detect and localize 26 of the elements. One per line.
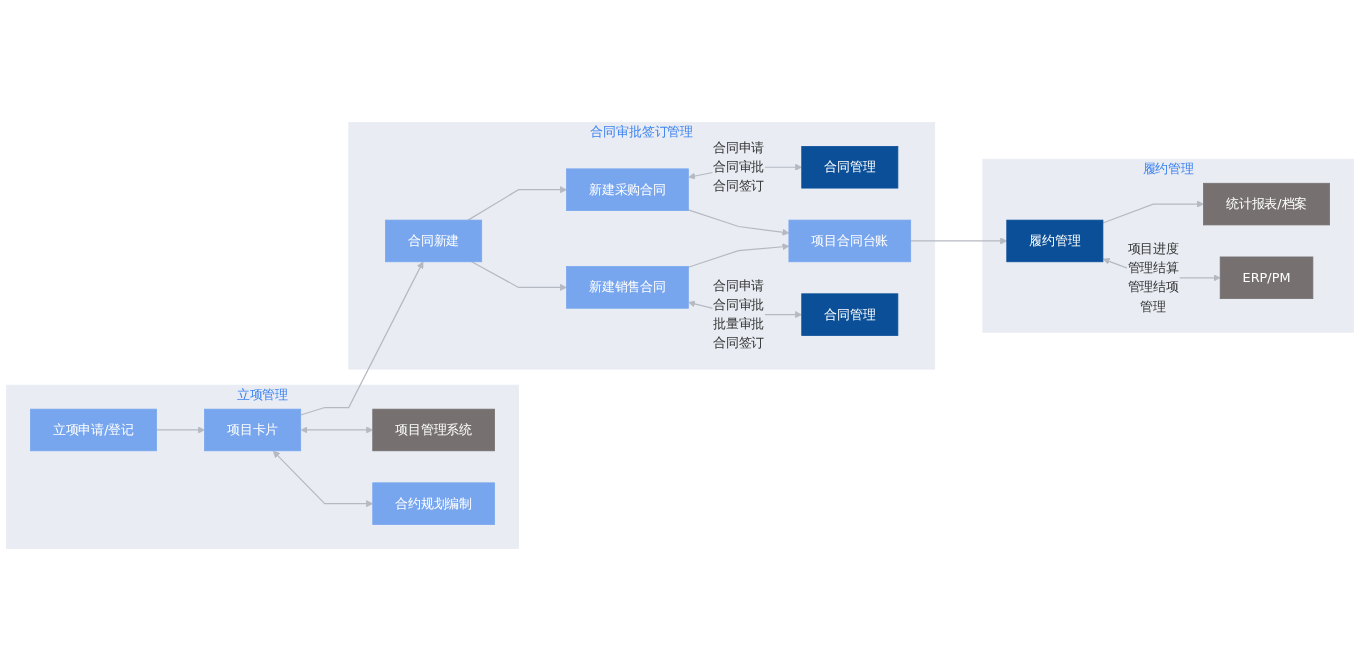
node-box: 合同管理 — [801, 146, 899, 189]
node-box: 新建采购合同 — [566, 168, 689, 211]
arrow — [471, 261, 567, 291]
edge-label: 合同申请合同审批批量审批合同签订 — [713, 277, 765, 351]
node-box: 项目卡片 — [204, 408, 302, 452]
edge-label: 合同申请合同审批合同签订 — [713, 140, 765, 194]
node-box: 项目合同台账 — [788, 219, 912, 263]
arrow — [467, 186, 567, 221]
node-box: 统计报表/档案 — [1203, 182, 1330, 226]
arrow — [155, 426, 205, 434]
arrow — [687, 209, 790, 236]
node-box: 履约管理 — [1006, 219, 1104, 263]
edge-label: 项目进度管理结算管理结项管理 — [1127, 240, 1179, 314]
node-box: 合约规划编制 — [372, 482, 495, 525]
node-box: 合同管理 — [801, 293, 899, 336]
arrow — [300, 426, 374, 434]
node-box: 项目管理系统 — [372, 408, 495, 452]
arrow — [1102, 200, 1204, 224]
arrow — [687, 243, 790, 268]
node-box: 合同新建 — [385, 219, 483, 263]
arrow — [272, 450, 374, 508]
arrow — [300, 261, 424, 416]
node-box: 立项申请/登记 — [30, 408, 157, 452]
node-box: 新建销售合同 — [566, 266, 689, 309]
arrow — [910, 237, 1008, 245]
node-box: ERP/PM — [1219, 256, 1314, 300]
